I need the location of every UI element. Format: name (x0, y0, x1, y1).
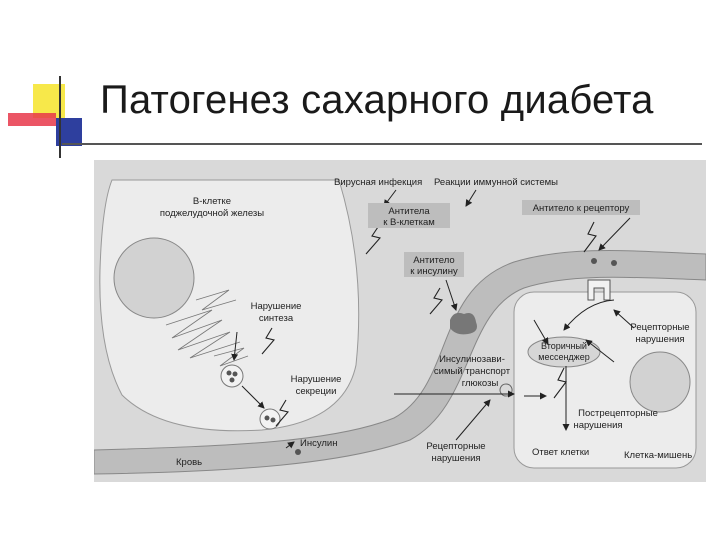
ab-beta-label-2: к В-клеткам (383, 217, 435, 228)
beta-cell-label-1: В-клетке (193, 196, 231, 207)
insulin-label: Инсулин (300, 438, 337, 449)
cell-response-label: Ответ клетки (532, 447, 589, 458)
granule-dot (230, 378, 235, 383)
decor-red-bar (8, 113, 56, 126)
decor-vertical-line (59, 76, 61, 158)
postreceptor-label-1: Пострецепторные (578, 408, 658, 419)
transport-label-1: Инсулинозави- (439, 354, 505, 365)
secretion-vesicle (260, 409, 280, 429)
target-cell-label: Клетка-мишень (624, 450, 692, 461)
granule-dot (233, 372, 238, 377)
ab-beta-label-1: Антитела (388, 206, 430, 217)
ab-insulin-label-2: к инсулину (410, 266, 458, 277)
synthesis-label-2: синтеза (259, 313, 294, 324)
receptor-left-label-2: нарушения (431, 453, 480, 464)
granule-dot (227, 371, 232, 376)
granule-dot (265, 416, 270, 421)
insulin-particle (295, 449, 301, 455)
beta-cell-label-2: поджелудочной железы (160, 208, 264, 219)
secondary-messenger-label-2: мессенджер (538, 352, 589, 362)
target-cell-nucleus (630, 352, 690, 412)
ab-insulin-label-1: Антитело (413, 255, 454, 266)
secretion-label-1: Нарушение (291, 374, 342, 385)
pathogenesis-diagram: В-клетке поджелудочной железы Нарушение … (94, 160, 706, 482)
transport-label-2: симый транспорт (434, 366, 511, 377)
receptor-antibody-dot (591, 258, 597, 264)
receptor-right-label-1: Рецепторные (630, 322, 689, 333)
postreceptor-label-2: нарушения (573, 420, 622, 431)
antibody-insulin-complex (450, 313, 477, 335)
immune-reaction-label: Реакции иммунной системы (434, 177, 558, 188)
synthesis-label-1: Нарушение (251, 301, 302, 312)
blood-label: Кровь (176, 457, 202, 468)
secretion-label-2: секреции (296, 386, 337, 397)
title-divider (62, 143, 702, 145)
receptor-antibody-dot (611, 260, 617, 266)
slide-title: Патогенез сахарного диабета (100, 78, 654, 123)
transport-label-3: глюкозы (462, 378, 499, 389)
granule-dot (271, 418, 276, 423)
receptor-left-label-1: Рецепторные (426, 441, 485, 452)
beta-cell-nucleus (114, 238, 194, 318)
receptor-right-label-2: нарушения (635, 334, 684, 345)
secondary-messenger-label-1: Вторичный (541, 341, 587, 351)
granule-vesicle (221, 365, 243, 387)
viral-infection-label: Вирусная инфекция (334, 177, 422, 188)
ab-receptor-label: Антитело к рецептору (533, 203, 630, 214)
